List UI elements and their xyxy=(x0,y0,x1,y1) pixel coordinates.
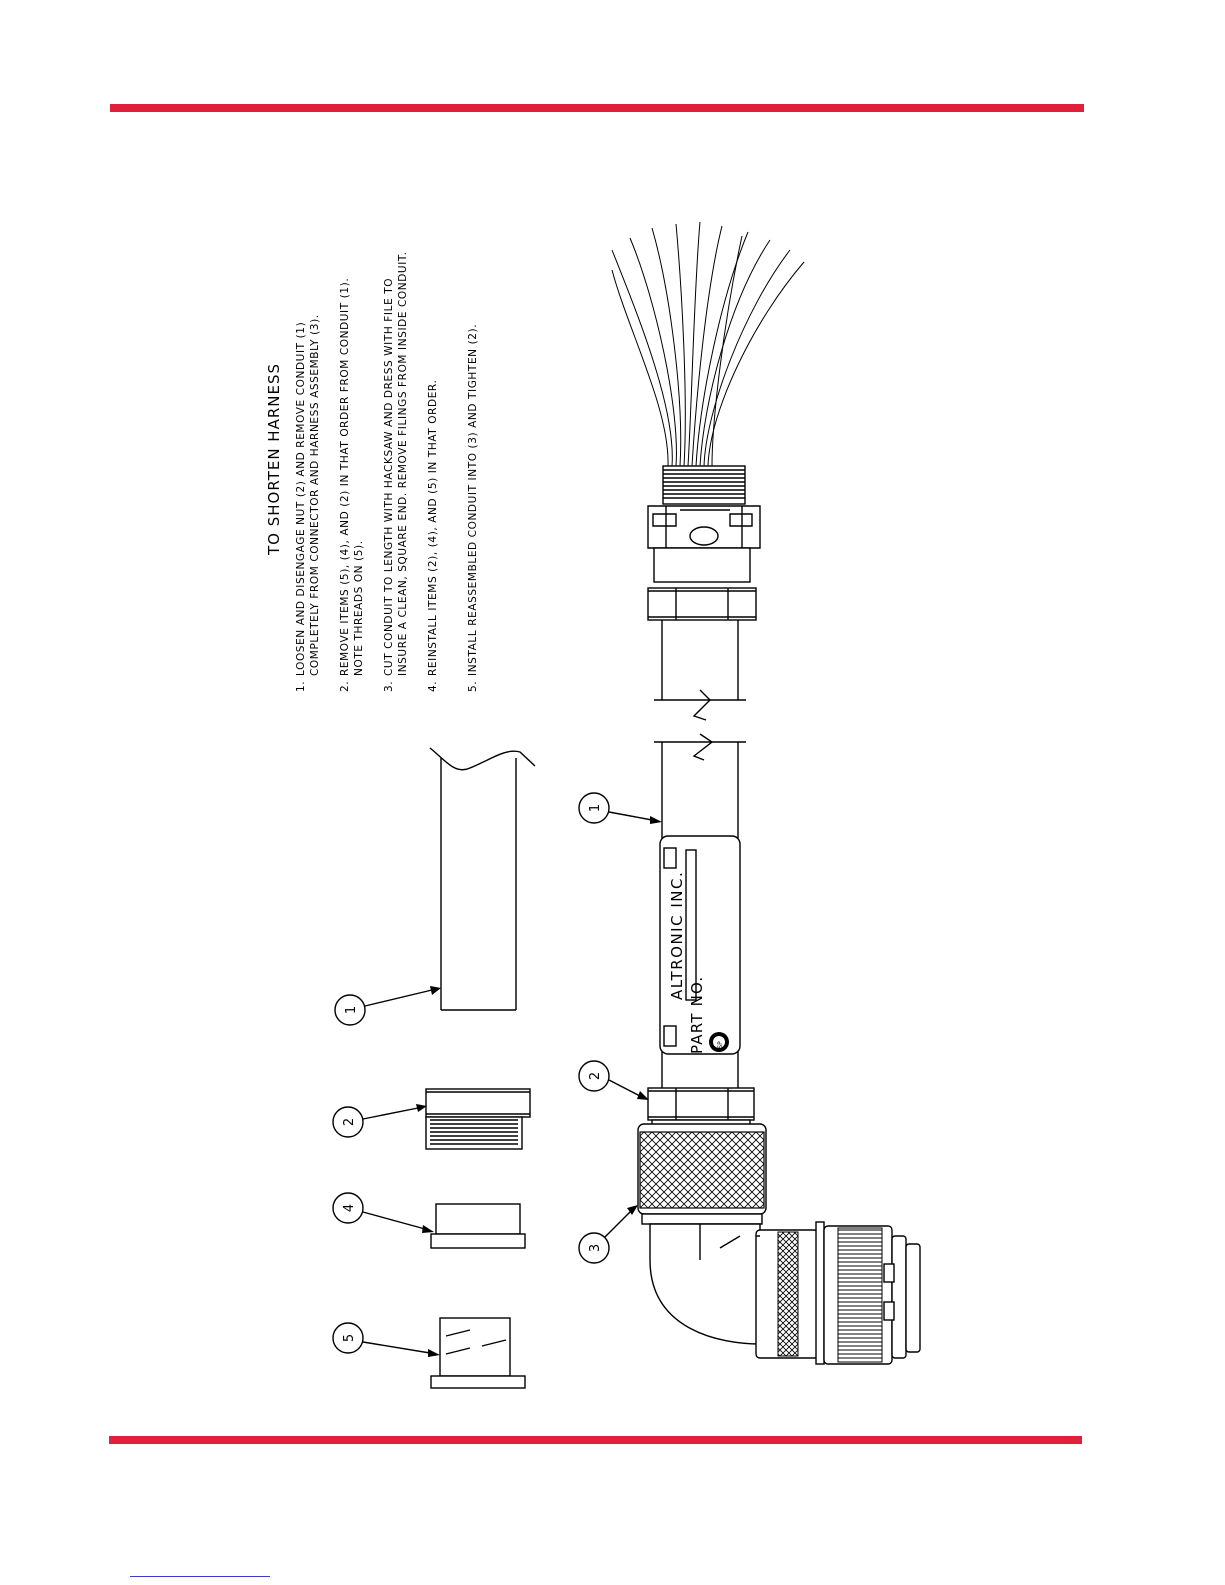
step-3-line-2: INSURE A CLEAN, SQUARE END. REMOVE FILIN… xyxy=(397,251,409,676)
step-5: 5. INSTALL REASSEMBLED CONDUIT INTO (3) … xyxy=(467,324,479,692)
arrowhead-icon xyxy=(650,816,662,824)
instructions-title: TO SHORTEN HARNESS xyxy=(265,363,283,556)
callout-part-2: 2 xyxy=(332,1104,427,1138)
callout-assembly-3-label: 3 xyxy=(588,1244,603,1252)
arrowhead-icon xyxy=(416,1104,427,1112)
step-2-line-1: REMOVE ITEMS (5), (4), AND (2) IN THAT O… xyxy=(339,278,351,676)
elbow-connector xyxy=(649,1221,921,1365)
step-2-line-2: NOTE THREADS ON (5). xyxy=(353,540,365,676)
part-1-conduit xyxy=(429,747,536,1011)
step-5-line-1: INSTALL REASSEMBLED CONDUIT INTO (3) AND… xyxy=(467,324,479,676)
csa-mark-icon: SP xyxy=(709,1032,729,1052)
coupling-3 xyxy=(637,1123,767,1225)
step-3: 3. CUT CONDUIT TO LENGTH WITH HACKSAW AN… xyxy=(383,251,409,692)
callout-part-4-label: 4 xyxy=(342,1204,357,1212)
step-5-number: 5. xyxy=(467,681,479,692)
page-link-underline[interactable] xyxy=(130,1576,270,1577)
step-4-line-1: REINSTALL ITEMS (2), (4), AND (5) IN THA… xyxy=(427,380,439,676)
step-4-number: 4. xyxy=(427,681,439,692)
arrowhead-icon xyxy=(637,1091,649,1100)
arrowhead-icon xyxy=(422,1225,434,1233)
step-2-number: 2. xyxy=(339,681,351,692)
label-part-no: PART NO. xyxy=(688,976,706,1054)
callout-part-5: 5 xyxy=(332,1322,440,1357)
arrowhead-icon xyxy=(627,1205,638,1215)
part-2-nut xyxy=(425,1088,531,1150)
cert-mark-text: SP xyxy=(717,1041,724,1049)
assembled-nut xyxy=(647,1087,755,1133)
part-4-ferrule xyxy=(430,1203,526,1249)
callout-assembly-2: 2 xyxy=(578,1060,649,1100)
step-1-line-1: LOOSEN AND DISENGAGE NUT (2) AND REMOVE … xyxy=(295,322,307,676)
step-1-number: 1. xyxy=(295,681,307,692)
label-plate: ALTRONIC INC. PART NO. SP xyxy=(659,835,741,1055)
callout-part-1: 1 xyxy=(334,986,441,1026)
step-1-line-2: COMPLETELY FROM CONNECTOR AND HARNESS AS… xyxy=(309,314,321,676)
step-3-number: 3. xyxy=(383,681,395,692)
callout-part-2-label: 2 xyxy=(342,1118,357,1126)
step-1: 1. LOOSEN AND DISENGAGE NUT (2) AND REMO… xyxy=(295,314,321,692)
callout-assembly-1-label: 1 xyxy=(588,804,603,812)
wire-bundle xyxy=(611,221,805,467)
instructions-block: TO SHORTEN HARNESS 1. LOOSEN AND DISENGA… xyxy=(265,251,479,692)
label-company: ALTRONIC INC. xyxy=(668,871,686,1000)
top-red-rule xyxy=(110,104,1084,112)
step-4: 4. REINSTALL ITEMS (2), (4), AND (5) IN … xyxy=(427,380,439,692)
callout-part-4: 4 xyxy=(332,1192,434,1233)
callout-part-5-label: 5 xyxy=(342,1334,357,1342)
callout-assembly-3: 3 xyxy=(578,1205,638,1264)
bottom-red-rule xyxy=(109,1436,1082,1444)
part-5-bushing xyxy=(430,1317,526,1389)
callout-assembly-1: 1 xyxy=(578,792,662,824)
step-3-line-1: CUT CONDUIT TO LENGTH WITH HACKSAW AND D… xyxy=(383,278,395,676)
callout-assembly-2-label: 2 xyxy=(588,1072,603,1080)
step-2: 2. REMOVE ITEMS (5), (4), AND (2) IN THA… xyxy=(339,278,365,692)
arrowhead-icon xyxy=(428,1349,440,1357)
top-fitting xyxy=(647,465,761,621)
callout-part-1-label: 1 xyxy=(344,1006,359,1014)
arrowhead-icon xyxy=(430,986,441,995)
